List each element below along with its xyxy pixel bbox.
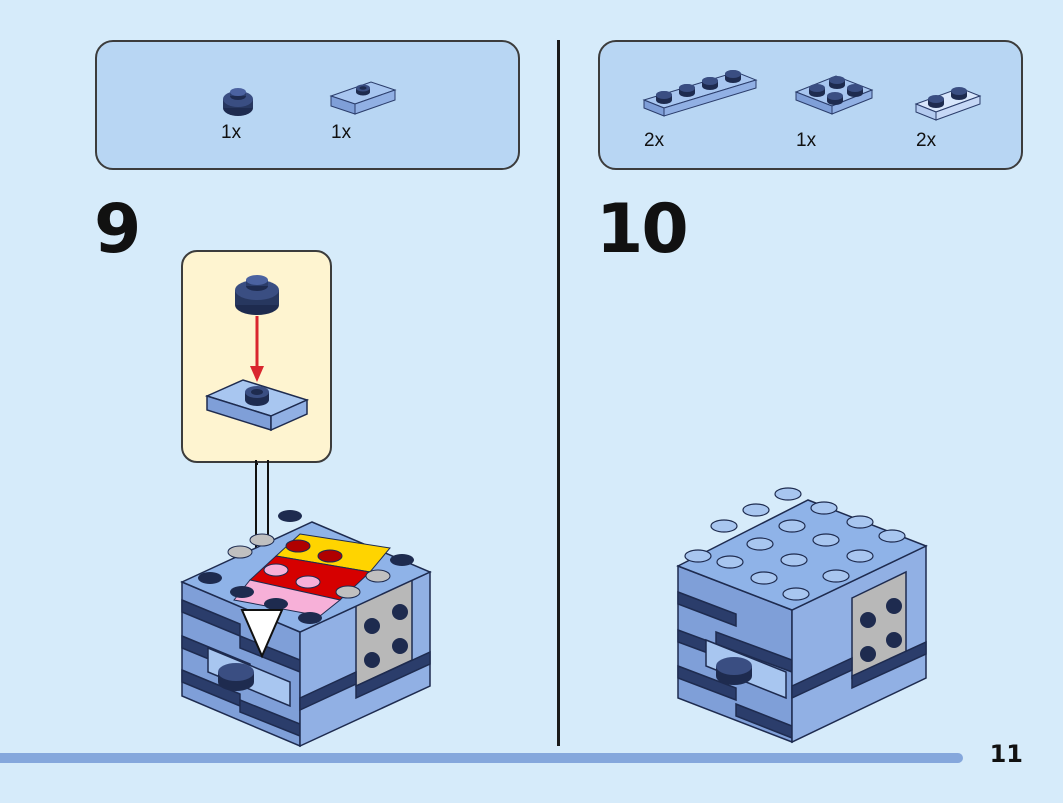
plate-1x4-light-blue-icon: [642, 70, 758, 117]
plate-2x2-light-blue-icon: [794, 75, 874, 115]
jumper-plate-1x2-light-blue-icon: [329, 81, 397, 115]
plate-1x2-light-blue-icon: [914, 87, 982, 121]
step-10-model: [676, 487, 928, 744]
round-plate-1x1-dark-blue-icon: [223, 88, 253, 116]
part-qty: 2x: [916, 130, 937, 151]
part-qty: 1x: [221, 122, 242, 143]
subassembly-diagram: [204, 275, 310, 465]
part-qty: 2x: [644, 130, 665, 151]
step-number: 9: [94, 190, 141, 269]
parts-list-step-10: 2x 1x 2x: [598, 40, 1023, 170]
step-number: 10: [596, 190, 689, 269]
step-9-model: [180, 460, 432, 748]
part-qty: 1x: [796, 130, 817, 151]
step-divider: [557, 40, 560, 746]
part-qty: 1x: [331, 122, 352, 143]
page-number: 11: [989, 740, 1023, 768]
progress-bar: [0, 753, 963, 763]
parts-list-step-9: 1x 1x: [95, 40, 520, 170]
